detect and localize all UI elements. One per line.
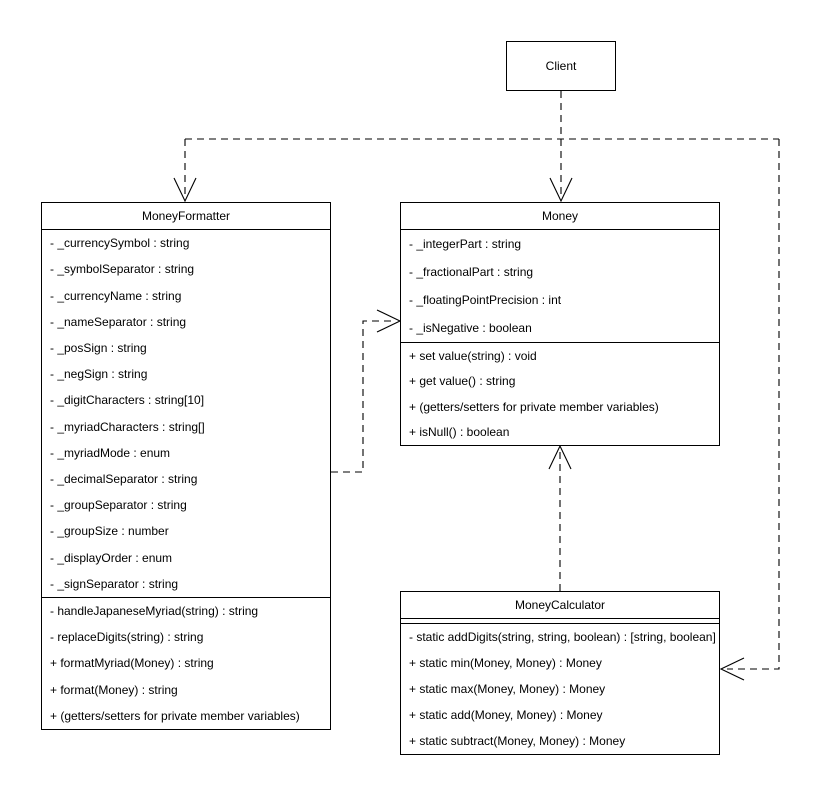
attribute-row: - _myriadCharacters : string[] bbox=[50, 419, 205, 434]
attribute-row: - _decimalSeparator : string bbox=[50, 471, 198, 486]
operations-compartment-moneycalculator: - static addDigits(string, string, boole… bbox=[401, 623, 719, 754]
class-name-moneyformatter: MoneyFormatter bbox=[141, 209, 231, 223]
attribute-row: - _displayOrder : enum bbox=[50, 550, 173, 565]
operation-row: + static min(Money, Money) : Money bbox=[409, 656, 602, 670]
attribute-row: - _isNegative : boolean bbox=[409, 321, 532, 335]
attributes-compartment-moneycalculator bbox=[401, 618, 719, 623]
class-name-client: Client bbox=[545, 59, 577, 73]
operation-row: + format(Money) : string bbox=[50, 682, 178, 697]
uml-class-money[interactable]: Money - _integerPart : string - _fractio… bbox=[400, 202, 720, 446]
arrowhead-moneycalculator-to-money bbox=[548, 444, 572, 470]
operation-row: + (getters/setters for private member va… bbox=[409, 399, 659, 414]
attribute-row: - _floatingPointPrecision : int bbox=[409, 293, 562, 307]
attribute-row: - _signSeparator : string bbox=[50, 576, 179, 591]
arrowhead-moneyformatter-to-money bbox=[376, 309, 402, 333]
attribute-row: - _nameSeparator : string bbox=[50, 314, 187, 329]
attribute-row: - _posSign : string bbox=[50, 340, 147, 355]
uml-class-client[interactable]: Client bbox=[506, 41, 616, 91]
class-name-money: Money bbox=[541, 209, 579, 223]
operation-row: + isNull() : boolean bbox=[409, 425, 510, 440]
operation-row: + static max(Money, Money) : Money bbox=[409, 682, 606, 696]
operations-compartment-moneyformatter: - handleJapaneseMyriad(string) : string … bbox=[42, 597, 330, 729]
attribute-row: - _digitCharacters : string[10] bbox=[50, 393, 205, 408]
edge-client-to-moneycalculator bbox=[727, 139, 780, 670]
operation-row: + static add(Money, Money) : Money bbox=[409, 708, 603, 722]
attribute-row: - _integerPart : string bbox=[409, 237, 522, 251]
operation-row: + formatMyriad(Money) : string bbox=[50, 656, 214, 671]
operations-compartment-money: + set value(string) : void + get value()… bbox=[401, 342, 719, 445]
uml-class-moneycalculator[interactable]: MoneyCalculator - static addDigits(strin… bbox=[400, 591, 720, 755]
operation-row: - handleJapaneseMyriad(string) : string bbox=[50, 604, 259, 619]
attribute-row: - _currencySymbol : string bbox=[50, 236, 190, 251]
operation-row: + static subtract(Money, Money) : Money bbox=[409, 734, 626, 748]
arrowhead-client-to-money bbox=[549, 177, 573, 203]
arrowhead-client-to-moneyformatter bbox=[173, 177, 197, 203]
attribute-row: - _groupSize : number bbox=[50, 524, 169, 539]
operation-row: + get value() : string bbox=[409, 374, 516, 389]
attribute-row: - _symbolSeparator : string bbox=[50, 262, 195, 277]
operation-row: - replaceDigits(string) : string bbox=[50, 630, 204, 645]
attributes-compartment-money: - _integerPart : string - _fractionalPar… bbox=[401, 229, 719, 342]
operation-row: + set value(string) : void bbox=[409, 348, 537, 363]
operation-row: + (getters/setters for private member va… bbox=[50, 708, 300, 723]
attribute-row: - _currencyName : string bbox=[50, 288, 182, 303]
attribute-row: - _groupSeparator : string bbox=[50, 498, 187, 513]
operation-row: - static addDigits(string, string, boole… bbox=[409, 630, 716, 644]
attribute-row: - _myriadMode : enum bbox=[50, 445, 171, 460]
attributes-compartment-moneyformatter: - _currencySymbol : string - _symbolSepa… bbox=[42, 229, 330, 597]
attribute-row: - _fractionalPart : string bbox=[409, 265, 534, 279]
class-name-moneycalculator: MoneyCalculator bbox=[514, 598, 606, 612]
edge-moneyformatter-to-money bbox=[331, 320, 394, 473]
attribute-row: - _negSign : string bbox=[50, 367, 148, 382]
arrowhead-client-to-moneycalculator bbox=[719, 657, 745, 681]
uml-class-moneyformatter[interactable]: MoneyFormatter - _currencySymbol : strin… bbox=[41, 202, 331, 730]
